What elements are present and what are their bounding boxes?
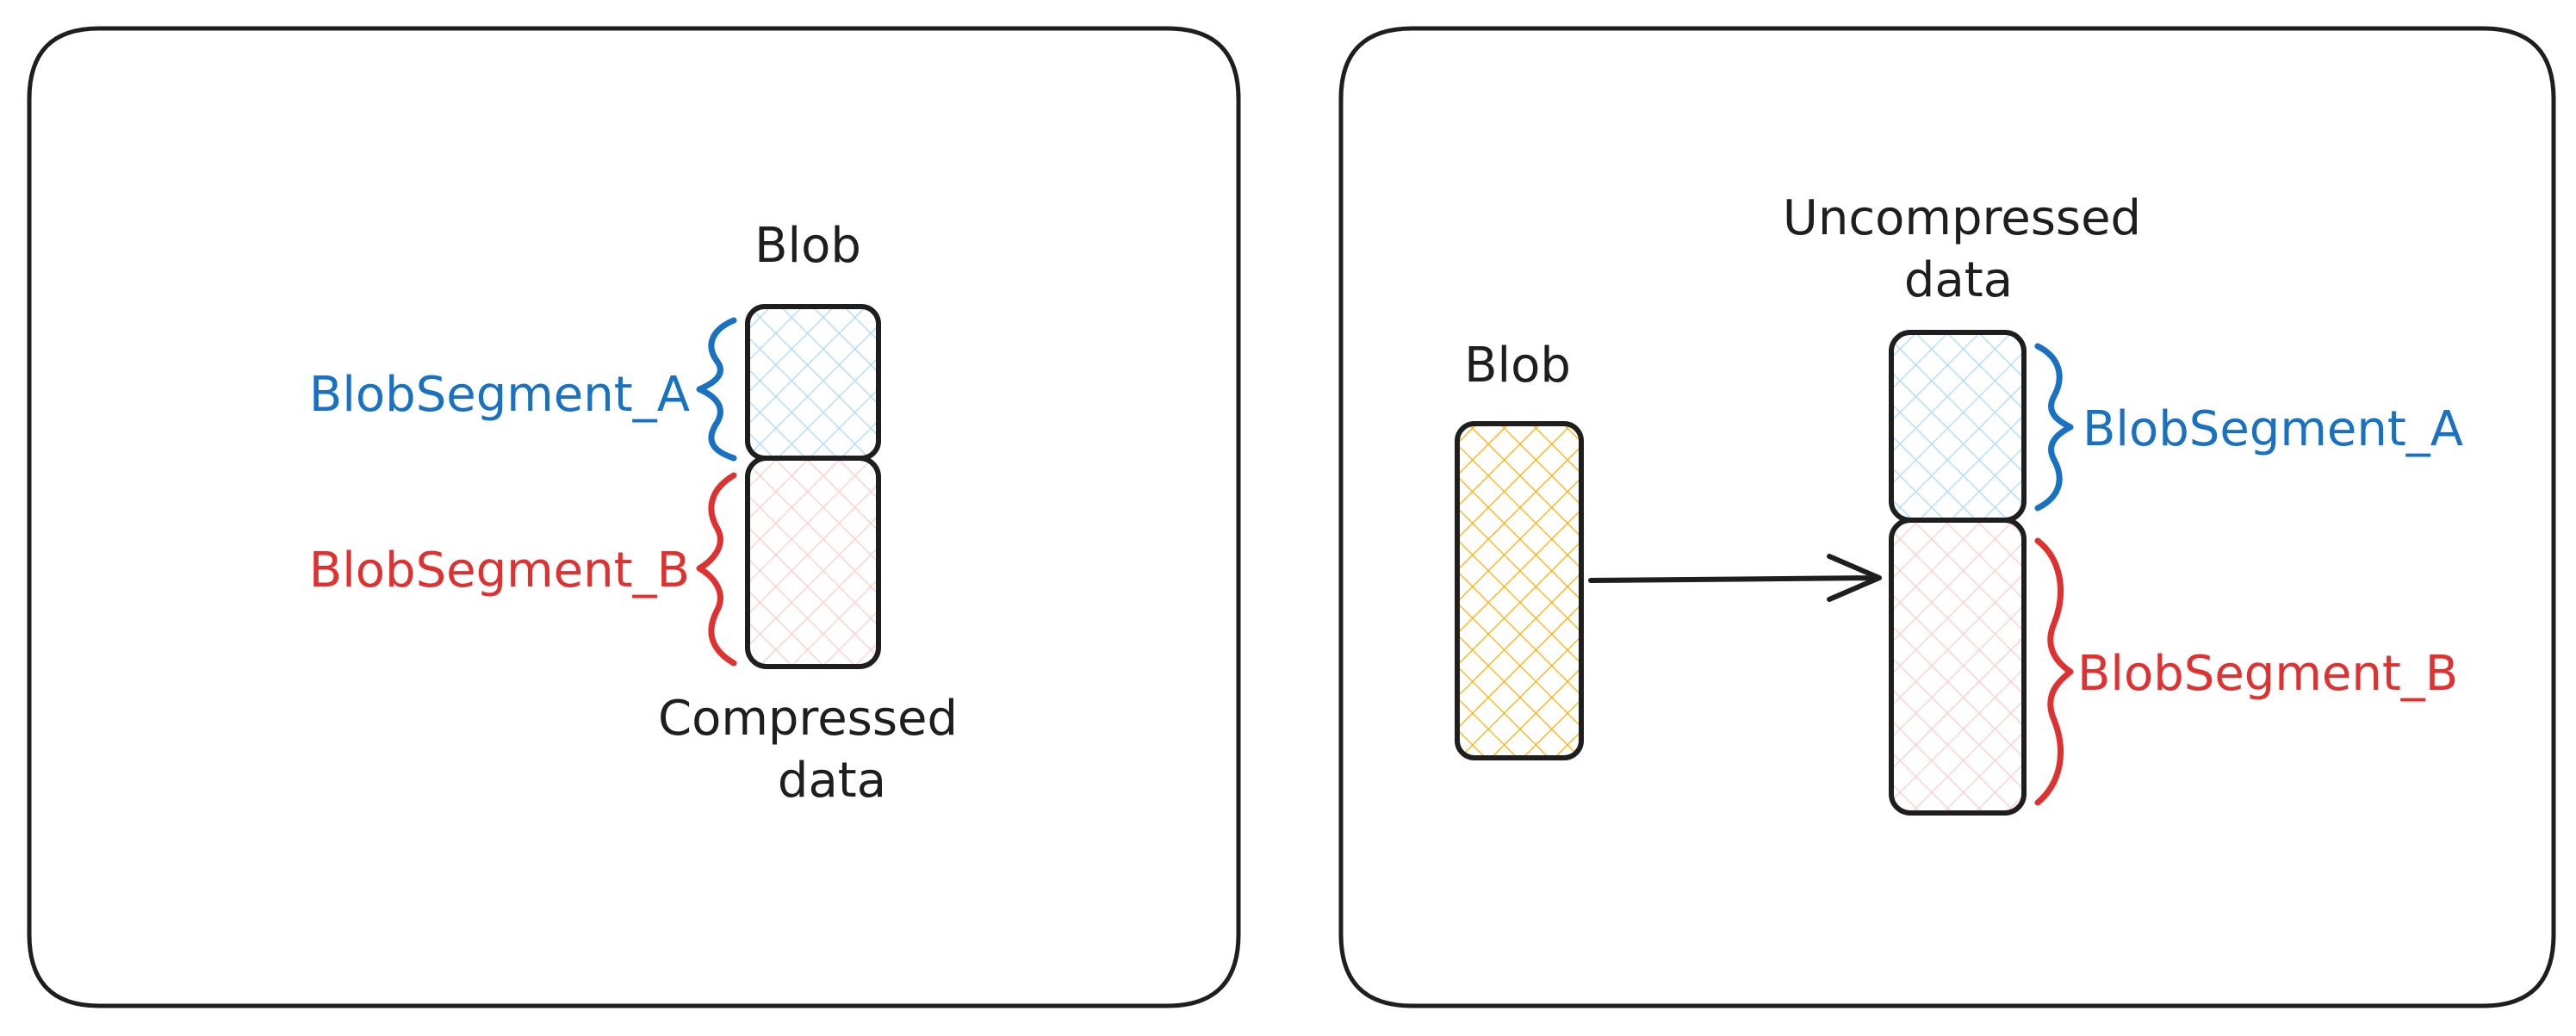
left-panel: Blob BlobSegment_A BlobSegment_B Compres… [27, 26, 1241, 1008]
right-segment-a-brace [2034, 343, 2074, 512]
left-caption-line2: data [778, 753, 886, 809]
left-segment-b-brace [696, 472, 737, 667]
right-segment-a-box [1889, 330, 2027, 523]
right-segment-a-label: BlobSegment_A [2083, 401, 2463, 457]
right-panel: Blob Uncompressed data BlobSegment_A Blo… [1338, 26, 2556, 1008]
right-segment-b-box [1889, 518, 2027, 816]
right-blob-title: Blob [1464, 338, 1571, 394]
left-segment-b-box [745, 456, 881, 669]
right-blob-box [1455, 421, 1584, 760]
left-caption-line1: Compressed [658, 691, 958, 747]
right-result-title-line1: Uncompressed [1783, 190, 2141, 246]
left-segment-a-label: BlobSegment_A [309, 367, 690, 423]
decompress-arrow [1588, 554, 1882, 602]
left-panel-frame [27, 26, 1241, 1008]
right-result-title-line2: data [1904, 252, 2013, 308]
right-panel-frame [1338, 26, 2556, 1008]
right-segment-b-label: BlobSegment_B [2077, 646, 2458, 702]
right-segment-b-brace [2034, 537, 2074, 806]
left-segment-b-label: BlobSegment_B [309, 543, 690, 599]
left-segment-a-box [745, 304, 881, 461]
left-blob-title: Blob [754, 218, 861, 274]
left-segment-a-brace [696, 317, 737, 462]
